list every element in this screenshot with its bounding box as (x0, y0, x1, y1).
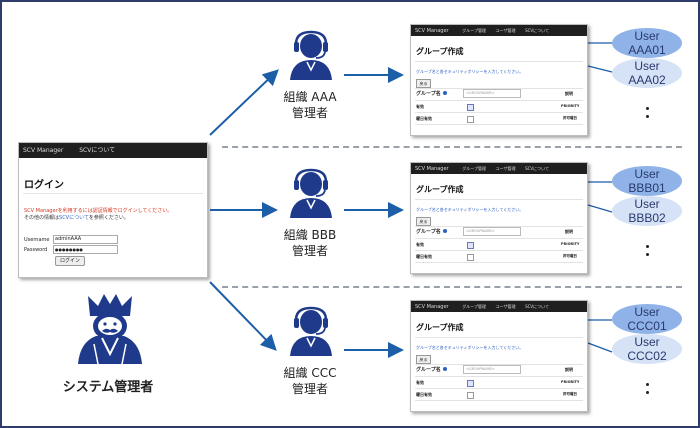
group-name-input[interactable]: <GROUPNAME> (463, 89, 521, 98)
login-notice-line1: SCV Managerを利用するには認証情報でログインしてください。 (24, 208, 173, 214)
weekday-checkbox[interactable] (467, 116, 474, 123)
system-admin-label: システム管理者 (62, 380, 154, 395)
allowed-days-label: 許可曜日 (563, 254, 577, 258)
nav-user-link[interactable]: ユーザ管理 (495, 28, 516, 33)
weekday-checkbox[interactable] (467, 392, 474, 399)
enabled-checkbox[interactable] (467, 380, 474, 387)
enabled-checkbox[interactable] (467, 242, 474, 249)
group-name-label: グループ名 (416, 367, 441, 373)
nav-about-link[interactable]: SCVについて (525, 28, 550, 33)
weekday-row-label: 曜日有効 (416, 116, 432, 121)
enabled-row-label: 有効 (416, 242, 424, 247)
nav-user-link[interactable]: ユーザ管理 (495, 304, 516, 309)
arrow-login-to-ccc (209, 281, 277, 351)
enabled-row-label: 有効 (416, 380, 424, 385)
group-create-description: グループ名と各セキュリティポリシーを入力してください。 (416, 345, 524, 350)
login-screenshot: SCV Manager SCVについて ログイン SCV Managerを利用す… (18, 142, 208, 278)
info-icon (443, 91, 447, 95)
separator-2 (222, 286, 682, 288)
group-name-input[interactable]: <GROUPNAME> (463, 227, 521, 236)
nav-about-link[interactable]: SCVについて (525, 304, 550, 309)
allowed-days-label: 許可曜日 (563, 392, 577, 396)
priority-label: PRIORITY (561, 104, 580, 108)
manager-role-label: 管理者 (291, 382, 328, 396)
arrow-login-to-aaa (209, 69, 279, 136)
group-create-description: グループ名と各セキュリティポリシーを入力してください。 (416, 207, 524, 212)
priority-label: PRIORITY (561, 380, 580, 384)
manager-role-label: 管理者 (291, 244, 328, 258)
nav-app-name[interactable]: SCV Manager (23, 147, 64, 154)
about-link[interactable]: SCVについて (59, 215, 89, 221)
username-label: Username (24, 237, 50, 243)
nav-about-link[interactable]: SCVについて (79, 147, 116, 154)
operator-headset-icon (290, 168, 332, 218)
operator-headset-icon (290, 306, 332, 356)
system-admin-king-icon (78, 294, 142, 365)
back-button[interactable]: 戻る (416, 355, 431, 364)
login-heading: ログイン (24, 180, 64, 191)
group-create-heading: グループ作成 (416, 185, 464, 194)
group-create-screenshot: SCV Manager グループ管理 ユーザ管理 SCVについて グループ作成 … (410, 300, 588, 412)
nav-group-link[interactable]: グループ管理 (462, 28, 486, 33)
nav-user-link[interactable]: ユーザ管理 (495, 166, 516, 171)
manager-org-label: 組織 CCC (283, 366, 337, 380)
username-input[interactable]: adminAAA (53, 235, 118, 244)
password-label: Password (24, 247, 48, 253)
login-navbar: SCV Manager SCVについて (19, 143, 207, 158)
priority-label: PRIORITY (561, 242, 580, 246)
manager-org-label: 組織 AAA (283, 90, 337, 104)
nav-app-name[interactable]: SCV Manager (415, 166, 449, 172)
login-button[interactable]: ログイン (55, 256, 85, 266)
nav-app-name[interactable]: SCV Manager (415, 28, 449, 34)
weekday-checkbox[interactable] (467, 254, 474, 261)
nav-about-link[interactable]: SCVについて (525, 166, 550, 171)
description-column-header: 説明 (565, 229, 573, 234)
group-create-heading: グループ作成 (416, 47, 464, 56)
allowed-days-label: 許可曜日 (563, 116, 577, 120)
manager-role-label: 管理者 (291, 106, 328, 120)
enabled-row-label: 有効 (416, 104, 424, 109)
group-navbar: SCV Manager グループ管理 ユーザ管理 SCVについて (411, 163, 587, 174)
weekday-row-label: 曜日有効 (416, 392, 432, 397)
group-create-description: グループ名と各セキュリティポリシーを入力してください。 (416, 69, 524, 74)
info-icon (443, 229, 447, 233)
manager-org-label: 組織 BBB (283, 228, 337, 242)
group-create-heading: グループ作成 (416, 323, 464, 332)
group-create-screenshot: SCV Manager グループ管理 ユーザ管理 SCVについて グループ作成 … (410, 162, 588, 274)
group-name-label: グループ名 (416, 91, 441, 97)
nav-group-link[interactable]: グループ管理 (462, 304, 486, 309)
weekday-row-label: 曜日有効 (416, 254, 432, 259)
password-input[interactable]: ●●●●●●●● (53, 245, 118, 254)
nav-group-link[interactable]: グループ管理 (462, 166, 486, 171)
login-notice-line2: その他の情報はSCVについてを参照ください。 (24, 215, 129, 221)
group-name-label: グループ名 (416, 229, 441, 235)
group-navbar: SCV Manager グループ管理 ユーザ管理 SCVについて (411, 301, 587, 312)
nav-app-name[interactable]: SCV Manager (415, 304, 449, 310)
group-name-input[interactable]: <GROUPNAME> (463, 365, 521, 374)
enabled-checkbox[interactable] (467, 104, 474, 111)
back-button[interactable]: 戻る (416, 217, 431, 226)
operator-headset-icon (290, 30, 332, 80)
info-icon (443, 367, 447, 371)
separator-1 (222, 146, 682, 148)
back-button[interactable]: 戻る (416, 79, 431, 88)
group-create-screenshot: SCV Manager グループ管理 ユーザ管理 SCVについて グループ作成 … (410, 24, 588, 136)
group-navbar: SCV Manager グループ管理 ユーザ管理 SCVについて (411, 25, 587, 36)
description-column-header: 説明 (565, 91, 573, 96)
description-column-header: 説明 (565, 367, 573, 372)
